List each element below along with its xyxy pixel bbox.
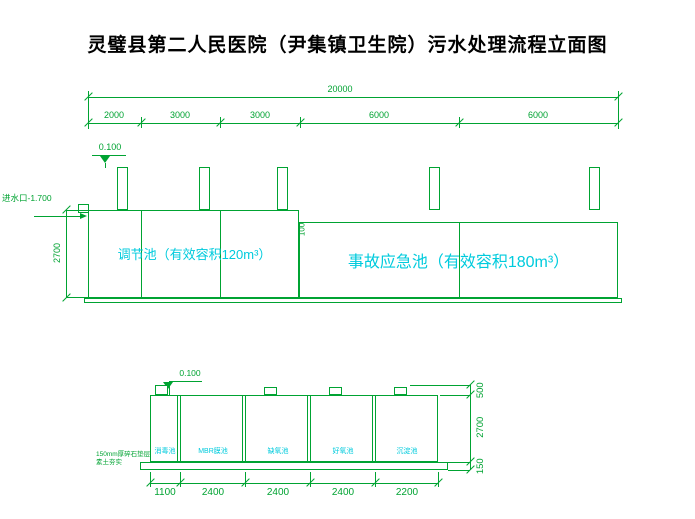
dim-label-step: 100	[297, 222, 307, 237]
dim-label-bottom: 2400	[266, 487, 290, 498]
extension-line	[310, 472, 311, 487]
tank-emergency	[299, 222, 618, 298]
dim-line-side	[470, 385, 471, 470]
inlet-arrow-icon	[80, 213, 87, 219]
extension-line	[448, 462, 470, 463]
dim-label-segment: 6000	[368, 110, 390, 120]
elevation-triangle-icon	[100, 156, 110, 163]
tank-top-stub	[394, 387, 407, 395]
dim-label-bottom: 1100	[154, 487, 176, 498]
extension-line	[220, 117, 221, 128]
inlet-pipe-line	[34, 216, 80, 217]
inlet-label: 进水口-1.700	[2, 193, 52, 203]
elevation-leader	[105, 163, 106, 168]
tank-inner-wall	[459, 222, 460, 298]
pillar	[429, 167, 440, 210]
extension-line	[66, 210, 88, 211]
tank-base-slab	[84, 298, 622, 303]
compartment-label: 好氧池	[332, 448, 354, 455]
dim-label-segment: 3000	[249, 110, 271, 120]
extension-line	[410, 385, 470, 386]
tank-inner-wall	[372, 395, 376, 462]
dim-label-segment: 6000	[527, 110, 549, 120]
tank-regulating	[88, 210, 299, 298]
pillar	[199, 167, 210, 210]
elevation-underline	[170, 381, 202, 382]
elevation-label: 0.100	[179, 368, 201, 378]
extension-line	[66, 297, 88, 298]
extension-line	[459, 117, 460, 128]
compartment-label: MBR膜池	[198, 448, 228, 455]
tank-top-stub	[264, 387, 277, 395]
compartment-label: 缺氧池	[267, 448, 289, 455]
pillar	[117, 167, 128, 210]
elevation-label: 0.100	[98, 142, 122, 152]
extension-line	[618, 91, 619, 129]
extension-line	[245, 472, 246, 487]
pillar	[589, 167, 600, 210]
inlet-penetration	[78, 204, 89, 213]
tank-regulating-label: 调节池（有效容积120m³）	[117, 247, 272, 262]
dim-label-depth: 2700	[52, 242, 63, 263]
dim-line-depth	[66, 210, 67, 298]
extension-line	[438, 472, 439, 487]
dim-line-total	[88, 97, 618, 98]
compartment-label: 沉淀池	[396, 448, 418, 455]
dim-label-bottom: 2200	[395, 487, 419, 498]
tank-inner-wall	[220, 210, 221, 298]
extension-line	[150, 472, 151, 487]
extension-line	[300, 117, 301, 128]
extension-line	[180, 472, 181, 487]
dim-label-side: 150	[474, 458, 486, 475]
dim-label-segment: 2000	[103, 110, 125, 120]
elevation-triangle-icon	[163, 382, 173, 389]
dim-label-side: 500	[474, 382, 486, 399]
dim-label-bottom: 2400	[331, 487, 355, 498]
foundation-note: 150mm厚碎石垫层素土夯实	[96, 451, 151, 467]
compartment-label: 消毒池	[154, 448, 176, 455]
tank-top-stub	[329, 387, 342, 395]
tank-inner-wall	[177, 395, 181, 462]
tank-inner-wall	[242, 395, 246, 462]
dim-line-bottom	[150, 483, 438, 484]
dim-label-bottom: 2400	[201, 487, 225, 498]
extension-line	[440, 395, 470, 396]
dim-label-segment: 3000	[169, 110, 191, 120]
treatment-tank-body	[150, 395, 438, 462]
extension-line	[88, 91, 89, 129]
drawing-title: 灵璧县第二人民医院（尹集镇卫生院）污水处理流程立面图	[87, 35, 608, 56]
tank-inner-wall	[141, 210, 142, 298]
extension-line	[375, 472, 376, 487]
extension-line	[448, 470, 470, 471]
dim-label-side: 2700	[474, 416, 486, 438]
tank-top-stub	[155, 385, 168, 395]
elevation-underline	[92, 155, 126, 156]
tank-emergency-label: 事故应急池（有效容积180m³）	[347, 254, 570, 271]
elevation-leader	[169, 381, 170, 395]
dim-label-total: 20000	[327, 84, 353, 94]
tank-inner-wall	[307, 395, 311, 462]
foundation-slab	[140, 462, 448, 470]
pillar	[277, 167, 288, 210]
extension-line	[141, 117, 142, 128]
dim-line-segments	[88, 123, 618, 124]
